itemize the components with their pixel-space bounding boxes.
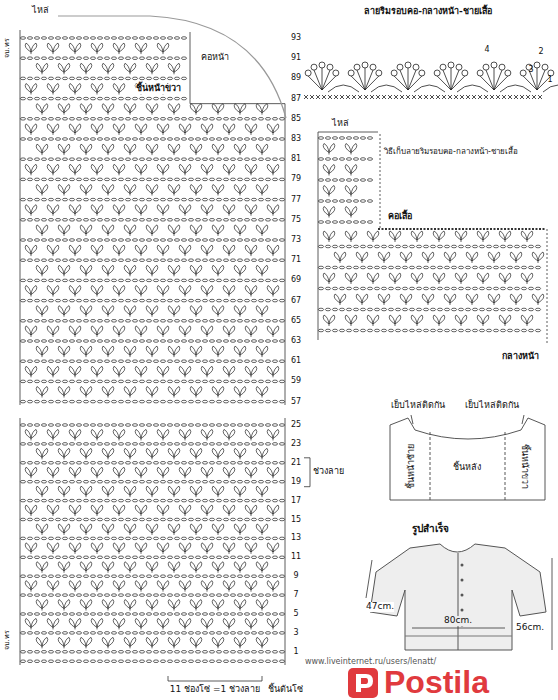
row-number: 19	[291, 477, 301, 486]
edge-note: จบ.ทร	[4, 38, 12, 57]
shoulder-label: ไหล่	[32, 6, 49, 16]
row-number: 73	[291, 236, 301, 245]
row-number: 13	[291, 534, 301, 543]
row-number: 67	[291, 296, 301, 305]
shoulder-label: ไหล่	[332, 119, 349, 129]
edging-pattern	[304, 62, 558, 99]
row-number: 61	[291, 357, 301, 366]
seam-note: เย็บไหล่ติดกัน	[465, 401, 519, 411]
piece-label: ชิ้นหน้าขวา	[136, 84, 181, 94]
collar-label: คอเสื้อ	[388, 212, 412, 222]
finished-garment	[370, 544, 546, 650]
row-number: 63	[291, 337, 301, 346]
row-number: 81	[291, 155, 301, 164]
row-number: 57	[291, 397, 301, 406]
garment-piece: ชิ้นหน้าขวา	[517, 441, 531, 492]
row-number: 65	[291, 316, 301, 325]
stitch-rows	[20, 37, 284, 663]
row-number: 1	[293, 647, 298, 656]
seam-note: เย็บไหล่ติดกัน	[391, 401, 445, 411]
method-note: วิธีเก็บลายริมรอบคอ-กลางหน้า-ชายเสื้อ	[384, 148, 518, 157]
garment-piece: ชิ้นหน้าซ้าย	[405, 441, 419, 492]
dimension: 47cm.	[366, 602, 394, 612]
center-front-label: กลางหน้า	[502, 352, 539, 362]
row-number: 69	[291, 276, 301, 285]
callout-number: 1	[547, 76, 552, 85]
row-number: 93	[291, 34, 301, 43]
row-number: 71	[291, 256, 301, 265]
foundation-label: ชิ้นต้นโซ่	[268, 685, 303, 695]
dimension: 56cm.	[516, 623, 544, 633]
row-number: 89	[291, 74, 301, 83]
neckline-chart	[318, 137, 543, 332]
row-number: 9	[293, 572, 298, 581]
row-number: 75	[291, 215, 301, 224]
piece-name: ชิ้นหลัง	[453, 463, 481, 473]
repeat-label: ช่วงลาย	[313, 467, 344, 477]
chart-border	[20, 30, 310, 681]
garment-piece: ชิ้นหลัง	[449, 460, 485, 476]
neck-label: คอหน้า	[201, 53, 229, 63]
row-number: 7	[293, 591, 298, 600]
row-number: 15	[291, 515, 301, 524]
row-number: 11	[291, 553, 301, 562]
row-number: 91	[291, 54, 301, 63]
row-number: 23	[291, 439, 301, 448]
row-number: 77	[291, 195, 301, 204]
logo-icon	[348, 668, 378, 698]
repeat-note: 11 ช่องโซ่ =1 ช่วงลาย	[170, 685, 260, 695]
piece-name: ชิ้นหน้าซ้าย	[407, 444, 417, 489]
row-number: 83	[291, 135, 301, 144]
piece-name: ชิ้นหน้าขวา	[519, 444, 529, 489]
row-number: 25	[291, 421, 301, 430]
assembly-outline	[390, 415, 545, 500]
row-number: 17	[291, 496, 301, 505]
row-number: 3	[293, 628, 298, 637]
dimension-lines	[366, 558, 552, 650]
dimension: 80cm.	[444, 616, 472, 626]
row-number: 85	[291, 114, 301, 123]
callout-number: 2	[538, 48, 543, 57]
neck-curve	[58, 16, 286, 118]
edge-note: จบ.ทร	[4, 630, 12, 649]
row-number: 79	[291, 175, 301, 184]
neckline-border	[318, 132, 547, 345]
callout-number: 4	[484, 46, 489, 55]
section-title: รูปสำเร็จ	[412, 523, 449, 534]
section-title: ลายริมรอบคอ-กลางหน้า-ชายเสื้อ	[364, 7, 491, 17]
row-number: 87	[291, 94, 301, 103]
callout-number: 3	[528, 66, 533, 75]
row-number: 59	[291, 377, 301, 386]
row-number: 5	[293, 610, 298, 619]
row-number: 21	[291, 458, 301, 467]
logo-text: Postila	[384, 665, 489, 700]
